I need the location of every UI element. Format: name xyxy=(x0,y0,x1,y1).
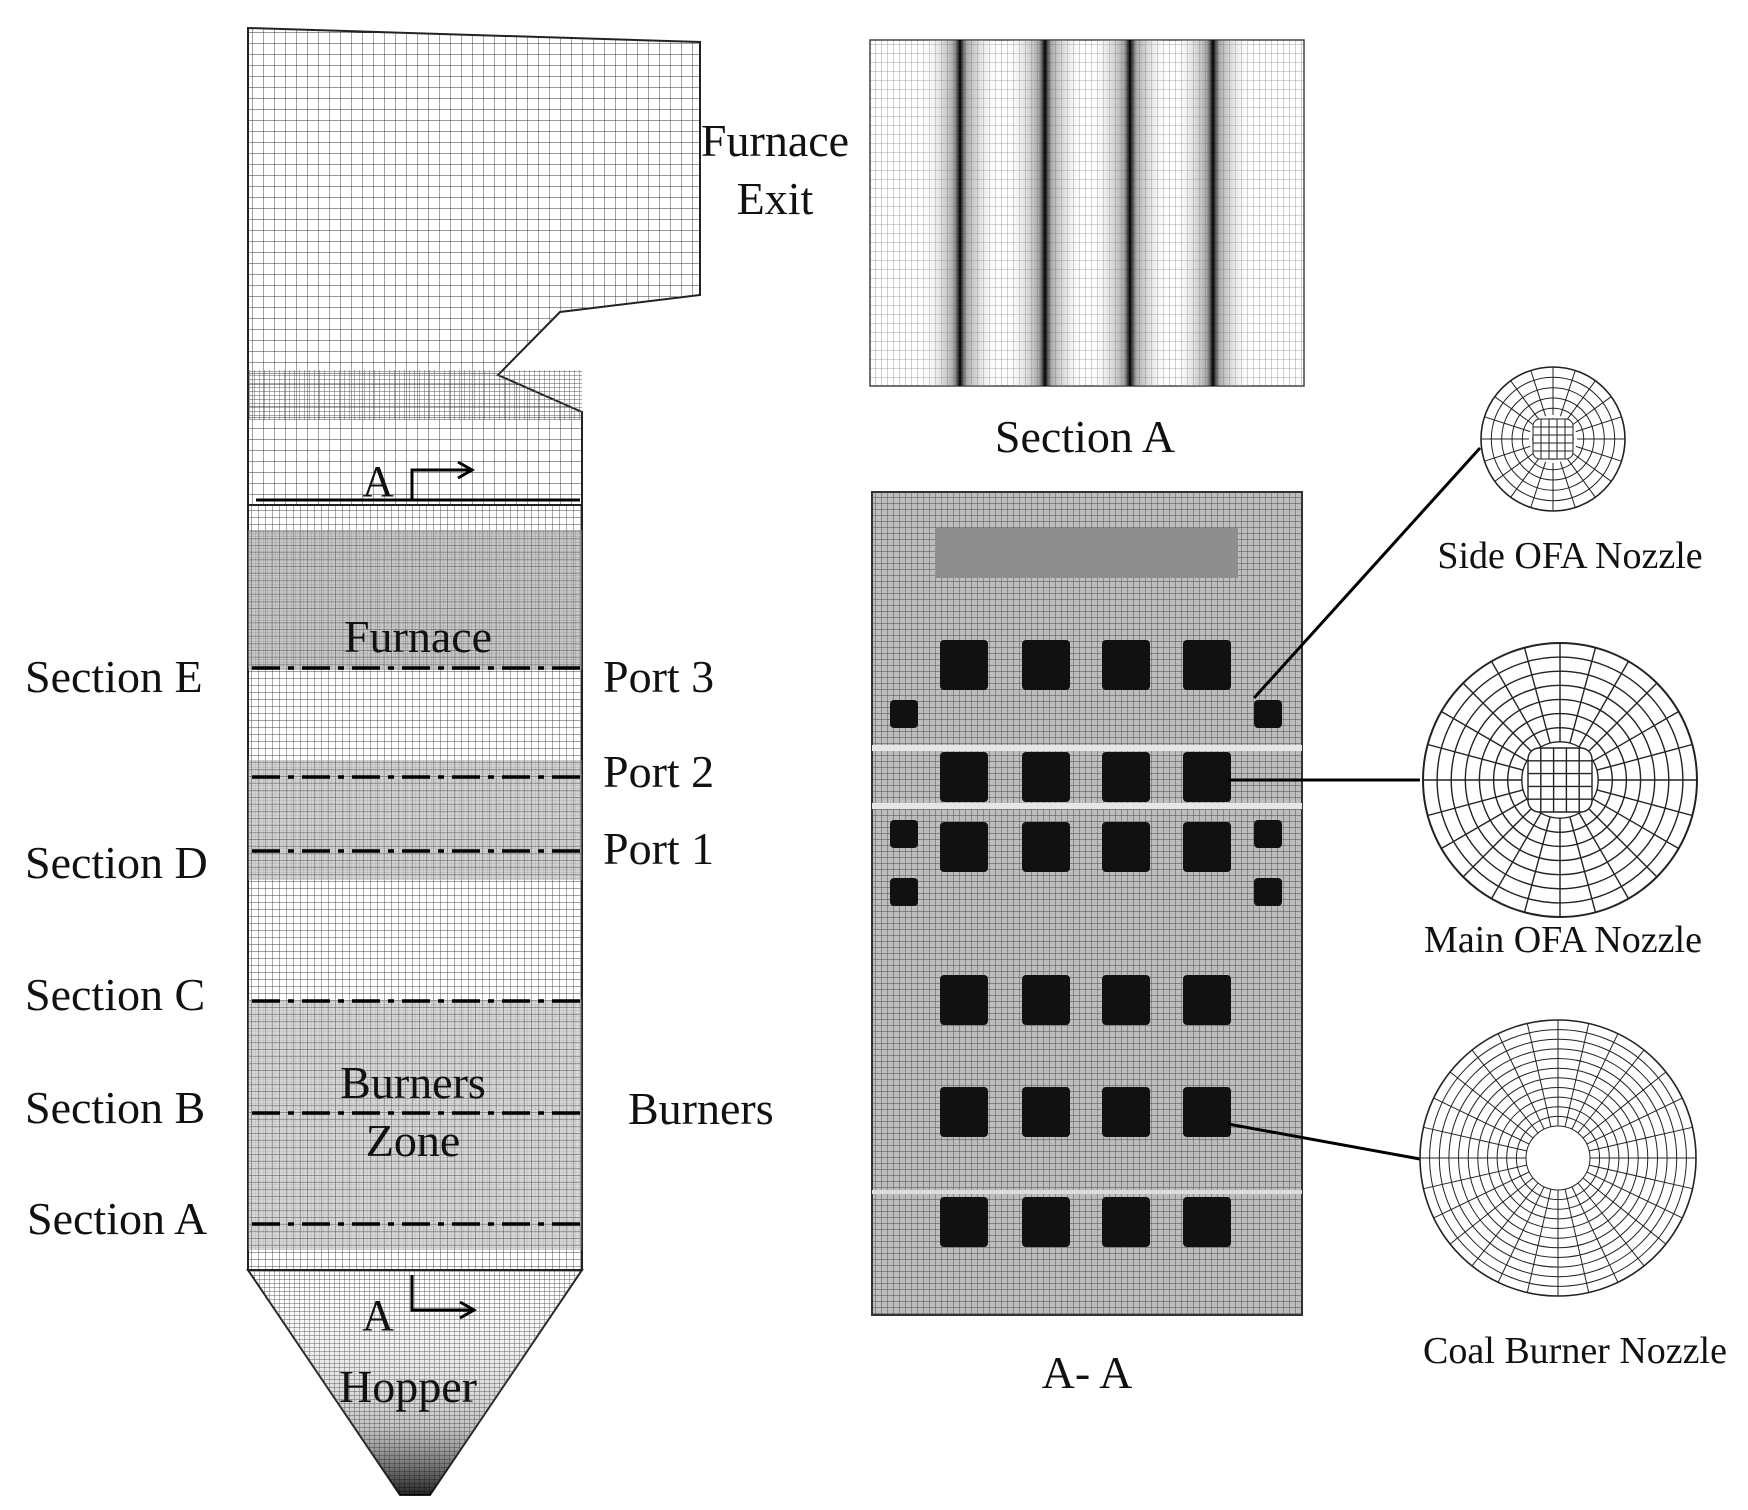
side-ofa-label: Side OFA Nozzle xyxy=(1437,535,1702,577)
section-b-label: Section B xyxy=(25,1082,205,1133)
dense-band-burners xyxy=(248,1000,582,1250)
dense-band-upper xyxy=(248,530,582,670)
nozzle-block-r5-c3 xyxy=(1102,1087,1150,1137)
nozzle-block-r1-c2 xyxy=(1022,640,1070,690)
nozzle-block-r2-c1 xyxy=(940,752,988,802)
section-a-band-3 xyxy=(1090,40,1170,386)
side-block-left-2 xyxy=(890,820,918,848)
nozzle-block-r6-c2 xyxy=(1022,1197,1070,1247)
hopper-label: Hopper xyxy=(339,1361,477,1412)
nozzle-block-r6-c3 xyxy=(1102,1197,1150,1247)
port-3-label: Port 3 xyxy=(603,651,714,702)
aa-top-dense-band xyxy=(935,528,1238,578)
nozzle-block-r4-c1 xyxy=(940,975,988,1025)
furnace-upper-mesh xyxy=(247,26,701,506)
nozzle-block-r1-c4 xyxy=(1183,640,1231,690)
dense-band-ports xyxy=(248,760,582,880)
nozzle-block-r3-c4 xyxy=(1183,822,1231,872)
port-2-label: Port 2 xyxy=(603,746,714,797)
side-block-right-3 xyxy=(1254,878,1282,906)
cut-arrow-lower-icon xyxy=(410,1275,478,1320)
aa-light-strip-1 xyxy=(872,745,1302,751)
leader-side-ofa xyxy=(1252,446,1482,700)
side-block-right-2 xyxy=(1254,820,1282,848)
nose-throat-mesh xyxy=(248,370,582,420)
aa-mesh xyxy=(871,491,1303,1316)
furnace-exit-label-line2: Exit xyxy=(737,173,814,224)
burners-zone-label-line1: Burners xyxy=(340,1057,486,1108)
nozzle-block-r6-c1 xyxy=(940,1197,988,1247)
section-a-band-4 xyxy=(1173,40,1253,386)
nozzle-block-r2-c3 xyxy=(1102,752,1150,802)
nozzle-block-r5-c1 xyxy=(940,1087,988,1137)
side-ofa-nozzle-mesh xyxy=(1480,366,1626,512)
aa-light-strip-3 xyxy=(872,1190,1302,1194)
aa-light-strip-2 xyxy=(872,803,1302,809)
nozzle-block-r6-c4 xyxy=(1183,1197,1231,1247)
furnace-exit-label-line1: Furnace xyxy=(701,115,849,166)
side-block-left-1 xyxy=(890,700,918,728)
section-a-label: Section A xyxy=(27,1193,207,1244)
nozzle-block-r5-c2 xyxy=(1022,1087,1070,1137)
nozzle-block-r1-c1 xyxy=(940,640,988,690)
aa-view xyxy=(871,491,1303,1316)
labels: Furnace Exit A A Furnace Burners Zone Ho… xyxy=(25,115,1727,1412)
nozzle-block-r2-c2 xyxy=(1022,752,1070,802)
nozzle-block-r3-c1 xyxy=(940,822,988,872)
main-ofa-nozzle-mesh xyxy=(1422,642,1698,918)
section-a-band-2 xyxy=(1005,40,1085,386)
port-1-label: Port 1 xyxy=(603,823,714,874)
burners-label: Burners xyxy=(628,1083,774,1134)
hopper-shading xyxy=(248,1270,582,1495)
coal-burner-label: Coal Burner Nozzle xyxy=(1423,1330,1727,1372)
coal-burner-nozzle-mesh xyxy=(1419,1019,1697,1297)
leader-lines xyxy=(1227,446,1482,1161)
cut-arrow-upper-icon xyxy=(410,460,476,500)
cut-marker-upper: A xyxy=(362,457,394,506)
side-block-left-3 xyxy=(890,878,918,906)
nozzle-blocks xyxy=(890,640,1282,1247)
furnace-mesh xyxy=(246,26,701,1496)
nozzle-block-r4-c4 xyxy=(1183,975,1231,1025)
nozzle-block-r5-c4 xyxy=(1183,1087,1231,1137)
main-ofa-label: Main OFA Nozzle xyxy=(1424,919,1702,961)
section-a-band-1 xyxy=(920,40,1000,386)
section-e-label: Section E xyxy=(25,651,203,702)
nozzle-block-r2-c4 xyxy=(1183,752,1231,802)
section-a-view xyxy=(869,39,1305,387)
burners-zone-label-line2: Zone xyxy=(366,1115,461,1166)
nozzle-block-r3-c2 xyxy=(1022,822,1070,872)
cut-marker-lower: A xyxy=(362,1291,394,1340)
furnace-zone-label: Furnace xyxy=(344,611,492,662)
section-lines xyxy=(252,666,582,1226)
section-c-label: Section C xyxy=(25,969,205,1020)
nozzle-block-r4-c3 xyxy=(1102,975,1150,1025)
aa-caption: A- A xyxy=(1042,1347,1133,1398)
leader-coal-burner xyxy=(1227,1122,1421,1161)
nozzle-block-r3-c3 xyxy=(1102,822,1150,872)
nozzle-meshes xyxy=(1419,366,1698,1297)
section-a-caption: Section A xyxy=(995,411,1175,462)
nozzle-block-r1-c3 xyxy=(1102,640,1150,690)
section-d-label: Section D xyxy=(25,837,208,888)
side-block-right-1 xyxy=(1254,700,1282,728)
nozzle-block-r4-c2 xyxy=(1022,975,1070,1025)
